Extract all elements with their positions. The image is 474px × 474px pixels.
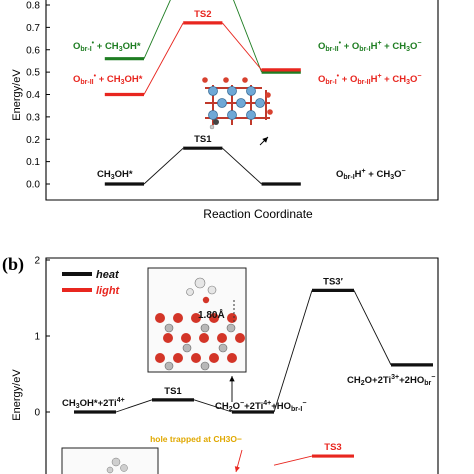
label-b-ch3oh-2ti: CH3OH*+2Ti4+ [62,397,125,410]
panel-b-ts-label: TS1 [164,386,182,397]
panel-a: 0.0 0.1 0.2 0.3 0.4 0.5 0.6 0.7 0.8 Energy/eV Re… [11,0,439,221]
panel-b-ylabel: Energy/eV [11,369,23,421]
panel-a-ytick-label: 0.1 [26,157,40,168]
label-right-red: Obr-I• + Obr-IIH+ + CH3O− [318,73,422,86]
panel-a-ytick-label: 0.5 [26,68,40,79]
panel-b-structure-inset: 1.80Å [147,267,247,402]
panel-b-connector [193,399,233,413]
panel-b-light-connector [273,455,313,466]
panel-a-ytick-label: 0.8 [26,1,40,12]
bond-length-label: 1.80Å [198,308,225,321]
panel-b-ytick-label: 1 [34,332,40,343]
panel-a-ytick-label: 0.0 [26,180,40,191]
label-obr-ii-ch3oh: Obr-II• + CH3OH* [73,73,143,86]
panel-b-ts-label: TS3 [324,442,341,453]
legend-heat-label: heat [96,269,120,281]
label-obr-i-ch3oh: Obr-I• + CH3OH* [73,40,141,53]
panel-b-connector [353,290,392,366]
label-right-green: Obr-II• + Obr-IH+ + CH3O− [318,40,422,53]
label-right-black: Obr-IH+ + CH3O− [336,168,406,181]
panel-b-ytick-label: 0 [34,408,40,419]
panel-b-connector [115,399,153,413]
panel-a-connector [143,0,171,59]
panel-a-ytick-label: 0.4 [26,90,40,101]
panel-a-connector [143,147,184,185]
legend-light-label: light [96,285,121,297]
panel-b-axes [45,257,439,474]
panel-b-legend: heat light [62,269,121,297]
panel-a-connector [143,22,184,95]
panel-a-ts-label: TS1 [194,134,212,145]
panel-b-connector [273,290,313,413]
panel-a-ytick-label: 0.7 [26,23,40,34]
panel-a-ytick-label: 0.6 [26,45,40,56]
panel-a-structure-inset [202,77,273,146]
panel-a-connector [222,22,262,71]
panel-a-ytick-label: 0.2 [26,135,40,146]
panel-b-ts-label: TS3′ [323,276,343,287]
panel-b-tag: (b) [2,254,24,275]
label-b-ch2o-hobr: CH2O−+2Ti4++HObr-I− [215,400,306,413]
label-b-ch2o-ti3: CH2O+2Ti3++2HObr− [347,374,435,387]
panel-b-ytick-label: 2 [34,256,40,267]
label-ch3oh: CH3OH* [97,169,133,181]
panel-a-ytick-label: 0.3 [26,112,40,123]
panel-a-xlabel: Reaction Coordinate [203,207,313,221]
panel-b: (b) 012 Energy/eV heat light 1.80Å TS1TS… [2,254,439,474]
hole-trapped-annotation: hole trapped at CH3O− [150,434,242,444]
panel-a-connector [233,0,263,73]
panel-a-ylabel: Energy/eV [11,69,23,121]
panel-a-connector [222,147,262,185]
panel-a-axes [45,0,439,201]
panel-a-ts-label: TS2 [194,9,211,20]
